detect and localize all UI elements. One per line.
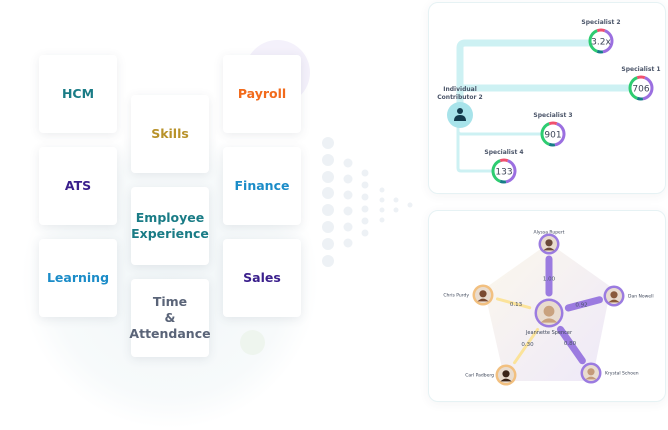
module-label: Skills bbox=[151, 126, 189, 141]
link-line bbox=[564, 296, 603, 312]
ring-segment bbox=[596, 28, 606, 33]
ring-segment bbox=[491, 159, 501, 183]
ring-segment bbox=[636, 96, 644, 101]
specialist-label: Specialist 4 bbox=[484, 149, 523, 156]
ring-segment bbox=[554, 122, 566, 147]
link-score: 0.80 bbox=[564, 341, 577, 347]
ring-segment bbox=[505, 159, 517, 184]
link-line bbox=[495, 297, 532, 310]
background-dot bbox=[240, 330, 265, 355]
module-card-learning[interactable]: Learning bbox=[39, 239, 117, 317]
module-label: Time& Attendance bbox=[129, 294, 211, 341]
specialist-node[interactable]: 3.2x Specialist 2 bbox=[581, 19, 621, 54]
ring-segment bbox=[588, 29, 598, 53]
person-icon bbox=[454, 108, 466, 121]
avatar-person[interactable] bbox=[603, 285, 625, 307]
person-name: Dan Nowell bbox=[628, 294, 654, 300]
person-name: Alyssa Rupert bbox=[534, 230, 565, 236]
module-card-payroll[interactable]: Payroll bbox=[223, 55, 301, 133]
specialist-node[interactable]: 133 Specialist 4 bbox=[484, 149, 524, 184]
avatar-person[interactable] bbox=[580, 362, 602, 384]
ring-segment bbox=[642, 76, 654, 101]
avatar-person[interactable] bbox=[495, 364, 517, 386]
specialist-label: Specialist 2 bbox=[581, 19, 620, 26]
avatar-person[interactable] bbox=[538, 233, 560, 255]
module-card-hcm[interactable]: HCM bbox=[39, 55, 117, 133]
module-label: Payroll bbox=[237, 86, 287, 101]
ring-segment bbox=[628, 76, 638, 100]
connector-specialist-4 bbox=[456, 129, 495, 173]
ring-segment bbox=[540, 122, 550, 146]
specialist-label: Specialist 1 bbox=[621, 66, 660, 73]
ring-segment bbox=[636, 75, 646, 80]
module-label: Sales bbox=[243, 270, 281, 285]
link-line bbox=[513, 327, 540, 365]
org-chart: Individual Contributor 2 3.2xSpecialist … bbox=[437, 19, 661, 184]
ring-segment bbox=[548, 142, 556, 147]
root-label: Contributor 2 bbox=[437, 94, 482, 101]
link-score: 0.30 bbox=[521, 342, 534, 348]
specialist-value: 901 bbox=[544, 131, 561, 141]
specialist-node[interactable]: 706 Specialist 1 bbox=[621, 66, 661, 101]
specialist-node[interactable]: 901 Specialist 3 bbox=[533, 112, 573, 147]
link-line bbox=[556, 325, 586, 365]
connector-specialist-2 bbox=[456, 39, 593, 119]
link-score: 0.92 bbox=[575, 303, 587, 309]
dot-pattern bbox=[322, 137, 413, 267]
person-name: Carl Padberg bbox=[465, 373, 494, 379]
ring-segment bbox=[499, 179, 507, 184]
person-name: Krystal Schoen bbox=[605, 371, 639, 377]
root-node[interactable]: Individual Contributor 2 bbox=[437, 86, 483, 128]
specialist-value: 3.2x bbox=[591, 38, 611, 48]
specialist-value: 133 bbox=[495, 168, 512, 178]
avatar-center[interactable] bbox=[534, 298, 564, 328]
module-card-finance[interactable]: Finance bbox=[223, 147, 301, 225]
center-name: Jeannette Spencer bbox=[525, 330, 573, 336]
person-name: Chris Purdy bbox=[443, 293, 469, 299]
link-score: 0.13 bbox=[510, 302, 523, 308]
module-label: ATS bbox=[64, 178, 92, 193]
specialist-label: Specialist 3 bbox=[533, 112, 572, 119]
ring-segment bbox=[548, 121, 558, 126]
ring-segment bbox=[602, 29, 614, 54]
module-card-skills[interactable]: Skills bbox=[131, 95, 209, 173]
module-card-ats[interactable]: ATS bbox=[39, 147, 117, 225]
ring-segment bbox=[499, 158, 509, 163]
module-card-time-attendance[interactable]: Time& Attendance bbox=[129, 279, 211, 357]
link-score: 1.00 bbox=[543, 277, 556, 283]
ring-segment bbox=[596, 49, 604, 54]
avatar-person[interactable] bbox=[472, 284, 494, 306]
module-label: Finance bbox=[234, 178, 290, 193]
module-card-sales[interactable]: Sales bbox=[223, 239, 301, 317]
module-label: HCM bbox=[61, 86, 95, 101]
specialist-value: 706 bbox=[632, 85, 649, 95]
module-label: Learning bbox=[46, 270, 110, 285]
root-label: Individual bbox=[443, 86, 477, 93]
